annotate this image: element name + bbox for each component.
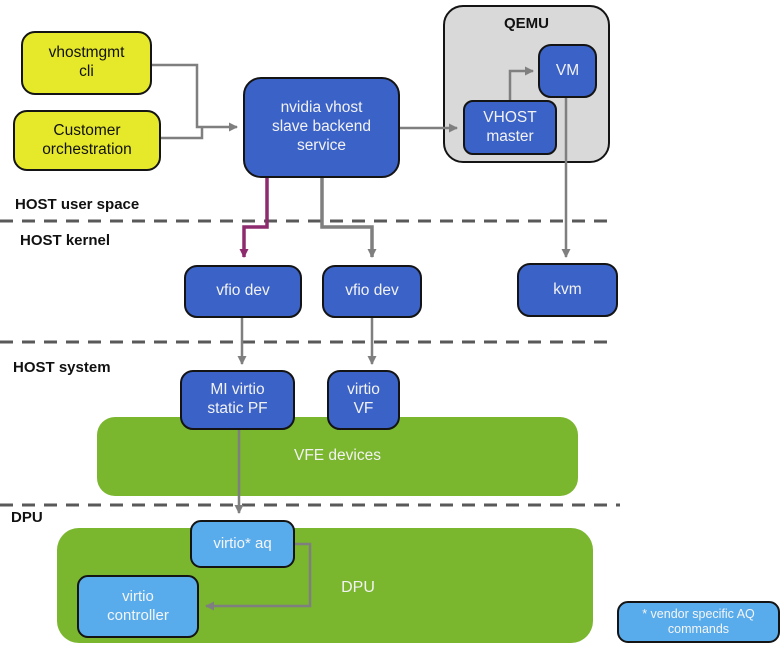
vfe-devices-band: VFE devices: [97, 417, 578, 496]
node-nvidia-vhost-service: nvidia vhost slave backend service: [243, 77, 400, 178]
mi-virtio-static-pf-label: MI virtio static PF: [207, 381, 268, 417]
node-virtio-controller: virtio controller: [77, 575, 199, 638]
node-vhostmgmt-cli: vhostmgmt cli: [21, 31, 152, 95]
section-host-kernel: HOST kernel: [20, 232, 111, 249]
vhostmgmt-cli-label: vhostmgmt cli: [48, 44, 125, 80]
vfe-devices-label: VFE devices: [293, 447, 381, 465]
virtio-aq-label: virtio* aq: [213, 534, 272, 552]
node-virtio-vf: virtio VF: [327, 370, 400, 430]
vfio-dev-1-label: vfio dev: [216, 282, 270, 300]
section-host-user-space: HOST user space: [15, 196, 140, 213]
node-vm: VM: [538, 44, 597, 98]
arrow-service-to-vfio-dev-1-purple: [239, 178, 269, 258]
customer-orchestration-label: Customer orchestration: [42, 121, 132, 158]
nvidia-vhost-service-label: nvidia vhost slave backend service: [271, 99, 372, 154]
line-orchestration-to-junction: [161, 127, 204, 140]
arrow-cli-to-service: [152, 63, 238, 132]
node-vfio-dev-2: vfio dev: [322, 265, 422, 318]
section-dpu: DPU: [11, 509, 43, 526]
vm-label: VM: [555, 61, 580, 79]
node-kvm: kvm: [517, 263, 618, 317]
node-vfio-dev-1: vfio dev: [184, 265, 302, 318]
vendor-aq-note: * vendor specific AQ commands: [617, 601, 780, 643]
dpu-band-label: DPU: [341, 579, 375, 596]
qemu-title: QEMU: [504, 15, 549, 32]
node-vhost-master: VHOST master: [463, 100, 557, 155]
arrow-service-to-vfio-dev-2: [320, 178, 377, 258]
section-host-system: HOST system: [13, 359, 111, 376]
vendor-aq-note-label: * vendor specific AQ commands: [642, 606, 755, 636]
node-mi-virtio-static-pf: MI virtio static PF: [180, 370, 295, 430]
virtio-controller-label: virtio controller: [107, 588, 169, 624]
kvm-label: kvm: [553, 280, 582, 298]
vfio-dev-2-label: vfio dev: [345, 282, 399, 300]
vhost-master-label: VHOST master: [483, 108, 537, 145]
node-virtio-aq: virtio* aq: [190, 520, 295, 568]
virtio-vf-label: virtio VF: [347, 381, 380, 417]
node-customer-orchestration: Customer orchestration: [13, 110, 161, 171]
